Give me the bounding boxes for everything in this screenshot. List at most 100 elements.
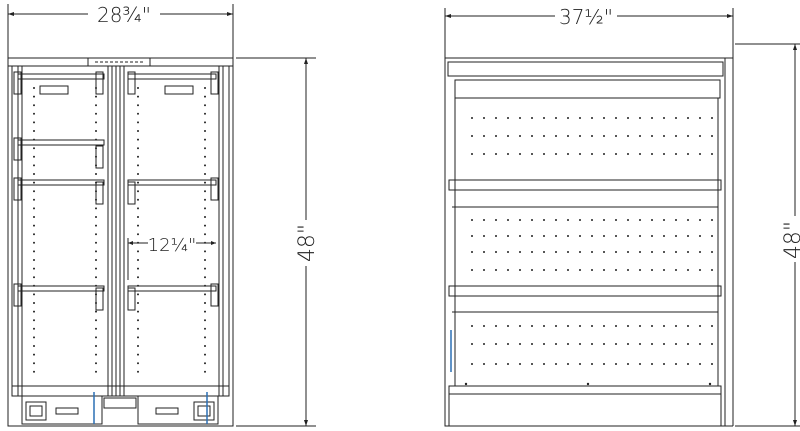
- pin-hole: [204, 267, 206, 270]
- pin-hole: [708, 382, 712, 386]
- pin-hole: [687, 235, 689, 237]
- pin-hole: [675, 269, 677, 271]
- pin-hole: [639, 251, 641, 253]
- pin-hole: [204, 224, 206, 227]
- base-rail: [11, 385, 230, 397]
- pin-hole: [603, 343, 605, 345]
- pin-hole: [711, 117, 713, 119]
- pin-hole: [483, 117, 485, 119]
- pin-hole: [471, 117, 473, 119]
- left-drawer-hardware: [21, 395, 103, 425]
- pin-hole: [651, 135, 653, 137]
- pin-hole: [615, 235, 617, 237]
- pin-hole: [663, 153, 665, 155]
- pin-hole: [627, 117, 629, 119]
- pin-hole: [137, 276, 139, 279]
- pin-hole: [95, 276, 97, 279]
- pin-hole: [555, 343, 557, 345]
- pin-hole: [95, 362, 97, 365]
- shelf-pin-holes: [33, 87, 206, 373]
- pin-hole: [651, 219, 653, 221]
- pin-hole: [639, 117, 641, 119]
- pin-hole: [651, 117, 653, 119]
- pin-hole: [687, 343, 689, 345]
- pin-hole: [615, 325, 617, 327]
- pin-hole: [204, 198, 206, 201]
- shelf-bracket: [95, 145, 104, 169]
- pin-hole: [95, 173, 97, 175]
- shelf: [127, 285, 217, 292]
- pin-hole: [204, 362, 206, 365]
- pin-hole: [204, 216, 206, 218]
- pin-hole: [137, 302, 139, 304]
- pin-hole: [204, 155, 206, 158]
- pin-hole: [543, 135, 545, 137]
- pin-hole: [495, 363, 497, 365]
- pin-hole: [137, 327, 139, 330]
- pin-hole: [137, 104, 139, 107]
- pin-hole: [603, 251, 605, 253]
- pin-hole: [204, 207, 206, 210]
- pin-hole: [687, 251, 689, 253]
- pin-hole: [507, 363, 509, 365]
- shelf: [17, 139, 105, 146]
- pin-hole: [33, 147, 35, 150]
- pin-hole: [531, 343, 533, 345]
- pin-hole: [95, 259, 97, 261]
- pin-hole: [495, 235, 497, 237]
- pin-hole: [495, 269, 497, 271]
- pin-hole: [204, 112, 206, 115]
- pin-hole: [531, 117, 533, 119]
- pin-hole: [687, 219, 689, 221]
- pin-hole: [711, 363, 713, 365]
- pin-hole: [204, 250, 206, 253]
- pin-hole: [675, 251, 677, 253]
- pin-hole: [137, 224, 139, 227]
- pin-hole: [137, 259, 139, 261]
- pin-hole: [711, 219, 713, 221]
- pin-hole: [204, 370, 206, 373]
- pin-hole: [33, 362, 35, 365]
- pin-hole: [591, 117, 593, 119]
- pin-hole: [531, 153, 533, 155]
- pin-hole: [95, 130, 97, 132]
- pin-hole: [495, 117, 497, 119]
- pin-hole: [33, 267, 35, 270]
- pin-hole: [95, 319, 97, 322]
- pin-hole: [495, 135, 497, 137]
- shelf-bracket: [13, 177, 22, 201]
- pin-hole: [627, 135, 629, 137]
- pin-hole: [663, 117, 665, 119]
- pin-hole: [137, 370, 139, 373]
- pin-hole: [627, 251, 629, 253]
- pin-hole: [95, 233, 97, 236]
- pin-hole: [519, 251, 521, 253]
- pin-hole: [137, 293, 139, 296]
- pin-hole: [95, 370, 97, 373]
- side-height-dimension: [735, 43, 800, 427]
- pin-hole: [33, 259, 35, 261]
- pin-hole: [95, 121, 97, 124]
- pin-hole: [137, 267, 139, 270]
- pin-hole: [95, 267, 97, 270]
- pin-hole: [687, 269, 689, 271]
- pin-hole: [586, 382, 590, 386]
- pin-hole: [471, 251, 473, 253]
- pin-hole: [567, 269, 569, 271]
- pin-hole: [507, 219, 509, 221]
- pin-hole: [204, 319, 206, 322]
- pin-hole: [675, 325, 677, 327]
- pin-hole: [137, 250, 139, 253]
- pin-hole: [137, 121, 139, 124]
- pin-hole: [543, 219, 545, 221]
- pin-hole: [711, 135, 713, 137]
- right-side-panel: [222, 65, 230, 397]
- pin-hole: [33, 164, 35, 167]
- pin-hole: [531, 269, 533, 271]
- pin-hole: [137, 164, 139, 167]
- shelf-bracket: [210, 283, 219, 307]
- pin-hole: [507, 135, 509, 137]
- pin-hole: [567, 135, 569, 137]
- pin-hole: [137, 353, 139, 356]
- pin-hole: [137, 87, 139, 89]
